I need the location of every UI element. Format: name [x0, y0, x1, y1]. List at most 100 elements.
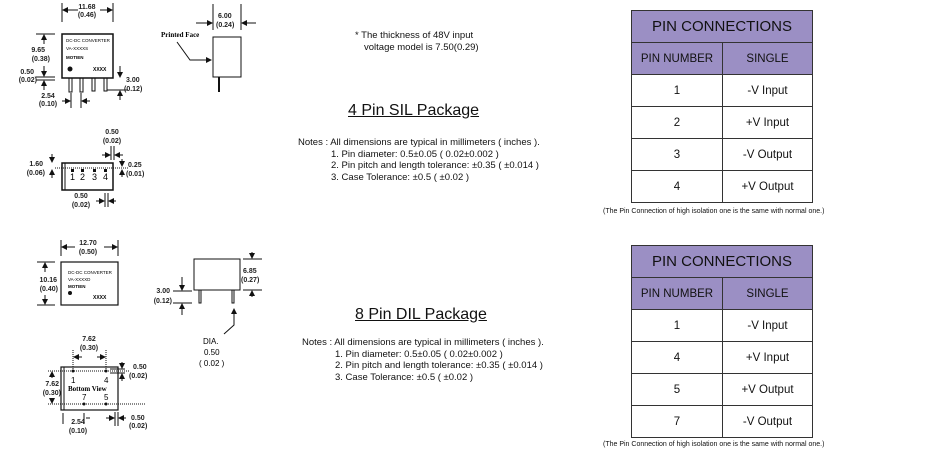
function-cell: -V Output	[722, 405, 813, 438]
case-label: MOTIEN	[66, 55, 84, 60]
pin-number: 3	[92, 172, 97, 182]
dim-text: (0.38)	[32, 56, 50, 63]
sil-package-title: 4 Pin SIL Package	[348, 102, 480, 119]
function-cell: -V Input	[722, 74, 813, 107]
dim-text: (0.02)	[19, 77, 37, 84]
pin-cell: 4	[631, 170, 723, 203]
thickness-note: * The thickness of 48V input voltage mod…	[355, 30, 479, 53]
table-row: 4+V Input	[631, 341, 813, 374]
pin-number: 1	[71, 376, 76, 385]
dim-text: (0.27)	[241, 277, 259, 284]
dim-text: (0.02)	[129, 423, 147, 430]
dim-text: (0.50)	[79, 249, 97, 256]
dim-text: (0.24)	[216, 22, 234, 29]
dim-text: 3.00	[126, 77, 140, 84]
pin-cell: 7	[631, 405, 723, 438]
dim-text: (0.10)	[69, 428, 87, 435]
note-line: 1. Pin diameter: 0.5±0.05 ( 0.02±0.002 )	[331, 148, 499, 160]
printed-face-label: Printed Face	[161, 31, 199, 39]
dim-text: 0.50	[105, 129, 119, 136]
pin-number: 5	[104, 393, 109, 402]
column-header: PIN NUMBER	[631, 42, 723, 75]
sil-notes: Notes : All dimensions are typical in mi…	[298, 137, 540, 183]
note-line: 1. Pin diameter: 0.5±0.05 ( 0.02±0.002 )	[335, 348, 503, 360]
dim-text: 2.54	[41, 93, 55, 100]
pin-number: 7	[82, 393, 87, 402]
dia-label: 0.50	[204, 348, 220, 357]
pin-cell: 5	[631, 373, 723, 406]
table-row: 1-V Input	[631, 309, 813, 342]
function-cell: +V Input	[722, 106, 813, 139]
dim-text: (0.02)	[103, 138, 121, 145]
function-cell: +V Input	[722, 341, 813, 374]
dia-label: DIA.	[203, 337, 219, 346]
dim-text: (0.10)	[39, 101, 57, 108]
note-line: Notes : All dimensions are typical in mi…	[298, 137, 540, 148]
table-row: 5+V Output	[631, 373, 813, 406]
column-header: PIN NUMBER	[631, 277, 723, 310]
function-cell: -V Output	[722, 138, 813, 171]
function-cell: +V Output	[722, 170, 813, 203]
case-label: DC-DC CONVERTER	[68, 270, 113, 275]
column-header: SINGLE	[722, 42, 813, 75]
note-line: 3. Case Tolerance: ±0.5 ( ±0.02 )	[335, 371, 474, 383]
dim-text: 6.00	[218, 13, 232, 20]
dim-text: (0.46)	[78, 12, 96, 19]
note-line: 2. Pin pitch and length tolerance: ±0.35…	[335, 360, 543, 371]
function-cell: +V Output	[722, 373, 813, 406]
dim-text: 10.16	[39, 277, 57, 284]
note-line: 3. Case Tolerance: ±0.5 ( ±0.02 )	[331, 171, 470, 183]
case-label: MOTIEN	[68, 284, 86, 289]
table-caption: (The Pin Connection of high isolation on…	[603, 208, 825, 215]
dim-text: (0.30)	[43, 390, 61, 397]
dim-text: 0.50	[20, 69, 34, 76]
pin-cell: 1	[631, 74, 723, 107]
dim-text: 9.65	[31, 47, 45, 54]
dim-text: 0.50	[74, 193, 88, 200]
dim-text: (0.02)	[72, 202, 90, 209]
pin-number: 4	[104, 376, 109, 385]
dim-text: 0.50	[133, 364, 147, 371]
note-line: 2. Pin pitch and length tolerance: ±0.35…	[331, 160, 539, 171]
note-line: Notes : All dimensions are typical in mi…	[302, 337, 544, 348]
note-line: voltage model is 7.50(0.29)	[364, 41, 479, 53]
pin-number: 4	[103, 172, 108, 182]
dil-package-title: 8 Pin DIL Package	[355, 306, 487, 323]
case-label: XXXX	[93, 295, 107, 301]
dim-text: (0.06)	[27, 170, 45, 177]
dim-text: 6.85	[243, 268, 257, 275]
table-title: PIN CONNECTIONS	[631, 245, 813, 278]
sil-side-body	[212, 36, 242, 78]
dim-text: (0.30)	[80, 345, 98, 352]
table-caption: (The Pin Connection of high isolation on…	[603, 441, 825, 448]
dim-text: (0.02)	[129, 373, 147, 380]
dim-text: (0.12)	[154, 298, 172, 305]
pin-cell: 2	[631, 106, 723, 139]
dim-text: (0.12)	[124, 86, 142, 93]
dia-label: ( 0.02 )	[199, 359, 225, 368]
case-label: VA-XXXXD	[68, 277, 91, 282]
dim-text: 7.62	[82, 336, 96, 343]
dim-text: 7.62	[45, 381, 59, 388]
table-row: 4+V Output	[631, 170, 813, 203]
table-row: 1-V Input	[631, 74, 813, 107]
dil-notes: Notes : All dimensions are typical in mi…	[302, 337, 544, 383]
dim-text: 1.60	[29, 161, 43, 168]
table-title: PIN CONNECTIONS	[631, 10, 813, 43]
dim-text: 12.70	[79, 240, 97, 247]
case-label: XXXX	[93, 67, 107, 73]
dim-text: 11.68	[78, 4, 95, 11]
dim-text: (0.40)	[40, 286, 58, 293]
bottom-view-label: Bottom View	[68, 385, 108, 393]
case-label: DC-DC CONVERTER	[66, 38, 111, 43]
table-row: 3-V Output	[631, 138, 813, 171]
dim-text: 0.50	[131, 415, 145, 422]
pin-cell: 3	[631, 138, 723, 171]
note-line: * The thickness of 48V input	[355, 30, 474, 41]
dim-text: (0.01)	[126, 171, 144, 178]
pin-cell: 4	[631, 341, 723, 374]
